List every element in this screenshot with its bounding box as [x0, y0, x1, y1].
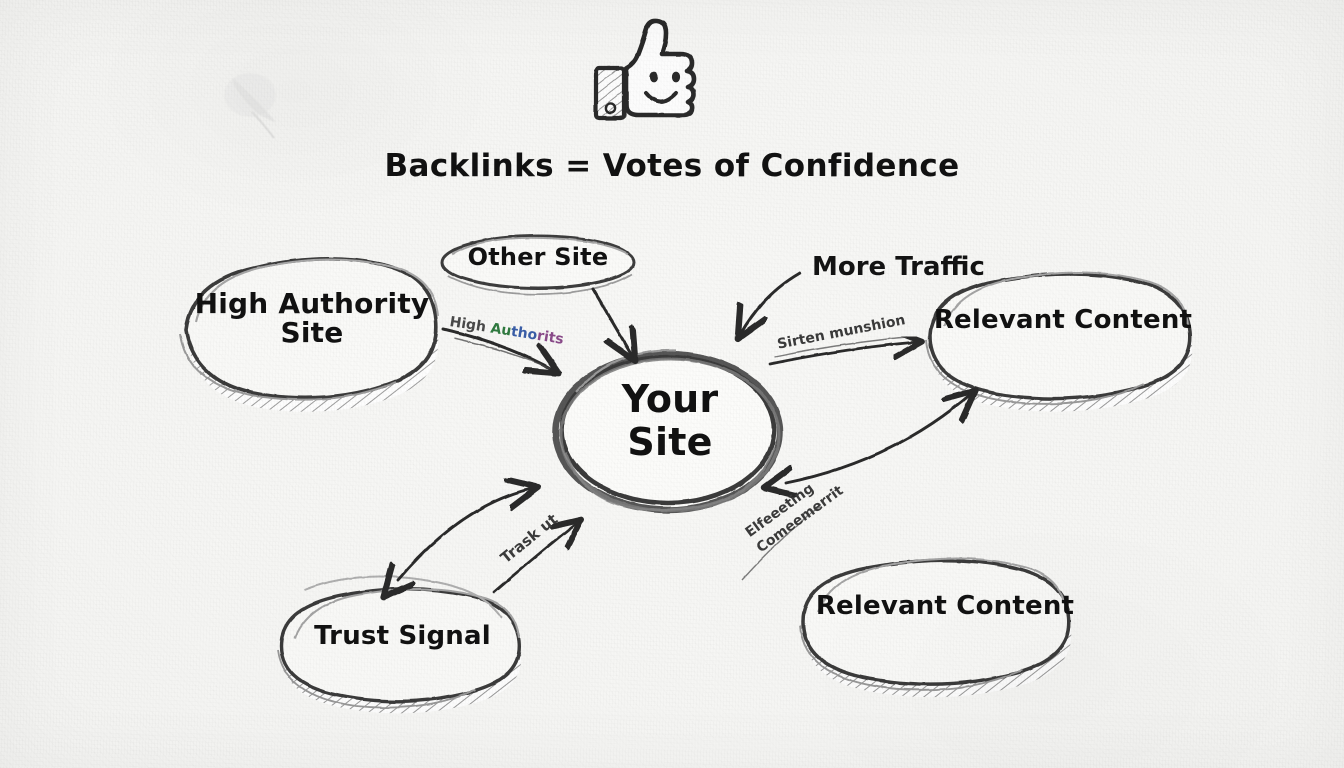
- thumbs-up-smiley-icon: [593, 18, 697, 121]
- node-other-site[interactable]: [440, 234, 636, 296]
- page-title: Backlinks = Votes of Confidence: [384, 148, 960, 184]
- node-trust-signal[interactable]: [277, 575, 522, 714]
- arrow-double-trust-signal-your-site: [398, 488, 534, 580]
- node-your-site[interactable]: [552, 348, 784, 514]
- node-relevant-content-bottom[interactable]: [799, 557, 1072, 698]
- arrow-double-your-site-relevant-content-top: [786, 393, 972, 483]
- arrow-trask-ut-to-your-site: [492, 522, 578, 594]
- node-high-authority-site[interactable]: [179, 257, 440, 412]
- paper-smudge: [224, 73, 276, 139]
- node-relevant-content-top[interactable]: [925, 271, 1193, 412]
- arrow-other-site-to-your-site: [591, 287, 633, 357]
- arrow-more-traffic-to-your-site: [740, 271, 802, 335]
